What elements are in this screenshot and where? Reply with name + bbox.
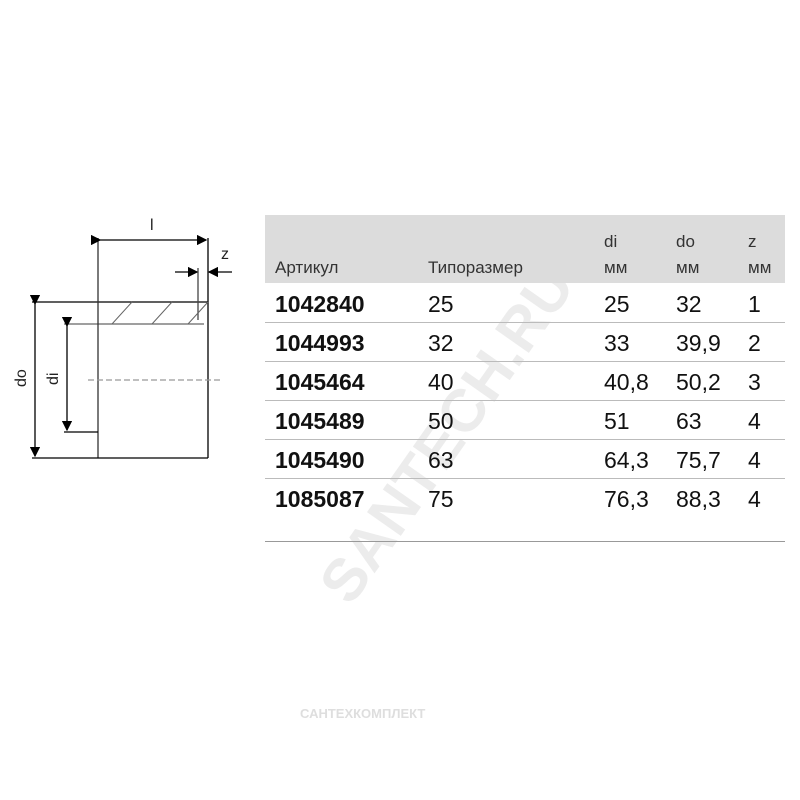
row-divider [265,322,785,323]
row-divider [265,541,785,542]
cell-di: 51 [604,408,630,434]
cell-do: 50,2 [676,369,721,395]
header-di-symbol: di [604,232,618,251]
cell-article: 1045489 [275,408,365,434]
cell-do: 88,3 [676,486,721,512]
di-label: di [45,373,62,385]
cell-size: 40 [428,369,454,395]
l-label: l [150,217,154,234]
cell-z: 4 [748,486,761,512]
cell-article: 1044993 [275,330,365,356]
do-label: do [13,369,30,387]
header-z-symbol: z [748,232,757,251]
cell-z: 4 [748,408,761,434]
cell-do: 39,9 [676,330,721,356]
cell-article: 1085087 [275,486,365,512]
cell-size: 50 [428,408,454,434]
cell-article: 1045464 [275,369,365,395]
cell-z: 2 [748,330,761,356]
cell-size: 32 [428,330,454,356]
cell-article: 1042840 [275,291,365,317]
cell-z: 4 [748,447,761,473]
cell-di: 25 [604,291,630,317]
cell-z: 1 [748,291,761,317]
cell-size: 63 [428,447,454,473]
cell-do: 63 [676,408,702,434]
cell-size: 25 [428,291,454,317]
cell-di: 33 [604,330,630,356]
row-divider [265,400,785,401]
cell-article: 1045490 [275,447,365,473]
table-header-band [265,215,785,283]
cell-z: 3 [748,369,761,395]
cell-do: 75,7 [676,447,721,473]
header-do-label: мм [676,258,700,277]
row-divider [265,478,785,479]
header-di-label: мм [604,258,628,277]
cell-di: 76,3 [604,486,649,512]
hatching [111,301,209,325]
z-label: z [221,246,229,263]
header-size-label: Типоразмер [428,258,523,277]
header-do-symbol: do [676,232,695,251]
header-article-label: Артикул [275,258,339,277]
cell-do: 32 [676,291,702,317]
row-divider [265,439,785,440]
header-z-label: мм [748,258,772,277]
cell-di: 40,8 [604,369,649,395]
cell-size: 75 [428,486,454,512]
cell-di: 64,3 [604,447,649,473]
row-divider [265,361,785,362]
